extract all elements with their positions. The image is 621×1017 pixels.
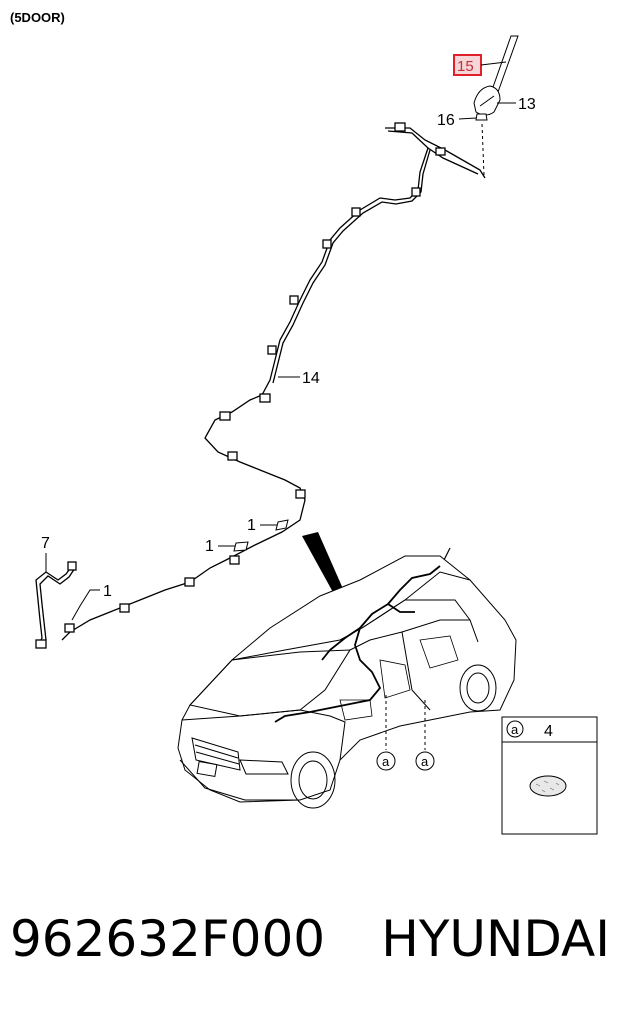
antenna-assembly: [473, 35, 519, 176]
callout-14-label: 14: [302, 370, 320, 387]
antenna-mast: [491, 35, 519, 93]
brand-name: HYUNDAI: [381, 910, 610, 968]
car-wiring: [274, 565, 441, 723]
antenna-cable: [61, 122, 486, 641]
callout-15-label: 15: [457, 58, 474, 75]
cable-end-7: [35, 561, 77, 649]
detail-part-label: 4: [544, 723, 553, 740]
callout-13-label: 13: [518, 96, 536, 113]
detail-ref-circle: [506, 720, 524, 738]
callout-1-middle-label: 1: [205, 538, 214, 555]
callout-13[interactable]: 13: [497, 96, 536, 113]
detail-box: a 4: [501, 716, 598, 835]
callout-15[interactable]: 15: [453, 54, 507, 76]
callout-7[interactable]: 7: [41, 535, 50, 572]
callout-1-upper-label: 1: [247, 517, 256, 534]
part-number: 962632F000: [10, 910, 326, 968]
grommet-part-4: [529, 775, 567, 797]
nut-16: [475, 113, 488, 121]
car-illustration: [177, 555, 517, 809]
callout-16[interactable]: 16: [437, 112, 477, 129]
callout-a-left[interactable]: a: [376, 695, 396, 771]
variant-label: (5DOOR): [10, 10, 65, 25]
detail-ref-label: a: [511, 722, 519, 737]
callout-1-lower-label: 1: [103, 583, 112, 600]
callout-14[interactable]: 14: [278, 370, 320, 387]
callout-1-middle[interactable]: 1: [205, 538, 249, 555]
footer: 962632F000 HYUNDAI: [10, 904, 610, 974]
callout-16-label: 16: [437, 112, 455, 129]
callout-a-right[interactable]: a: [415, 700, 435, 771]
callout-a-right-label: a: [421, 754, 429, 769]
callout-1-lower[interactable]: 1: [71, 583, 112, 621]
callout-1-upper[interactable]: 1: [247, 517, 289, 534]
callout-a-left-label: a: [382, 754, 390, 769]
callout-7-label: 7: [41, 535, 50, 552]
